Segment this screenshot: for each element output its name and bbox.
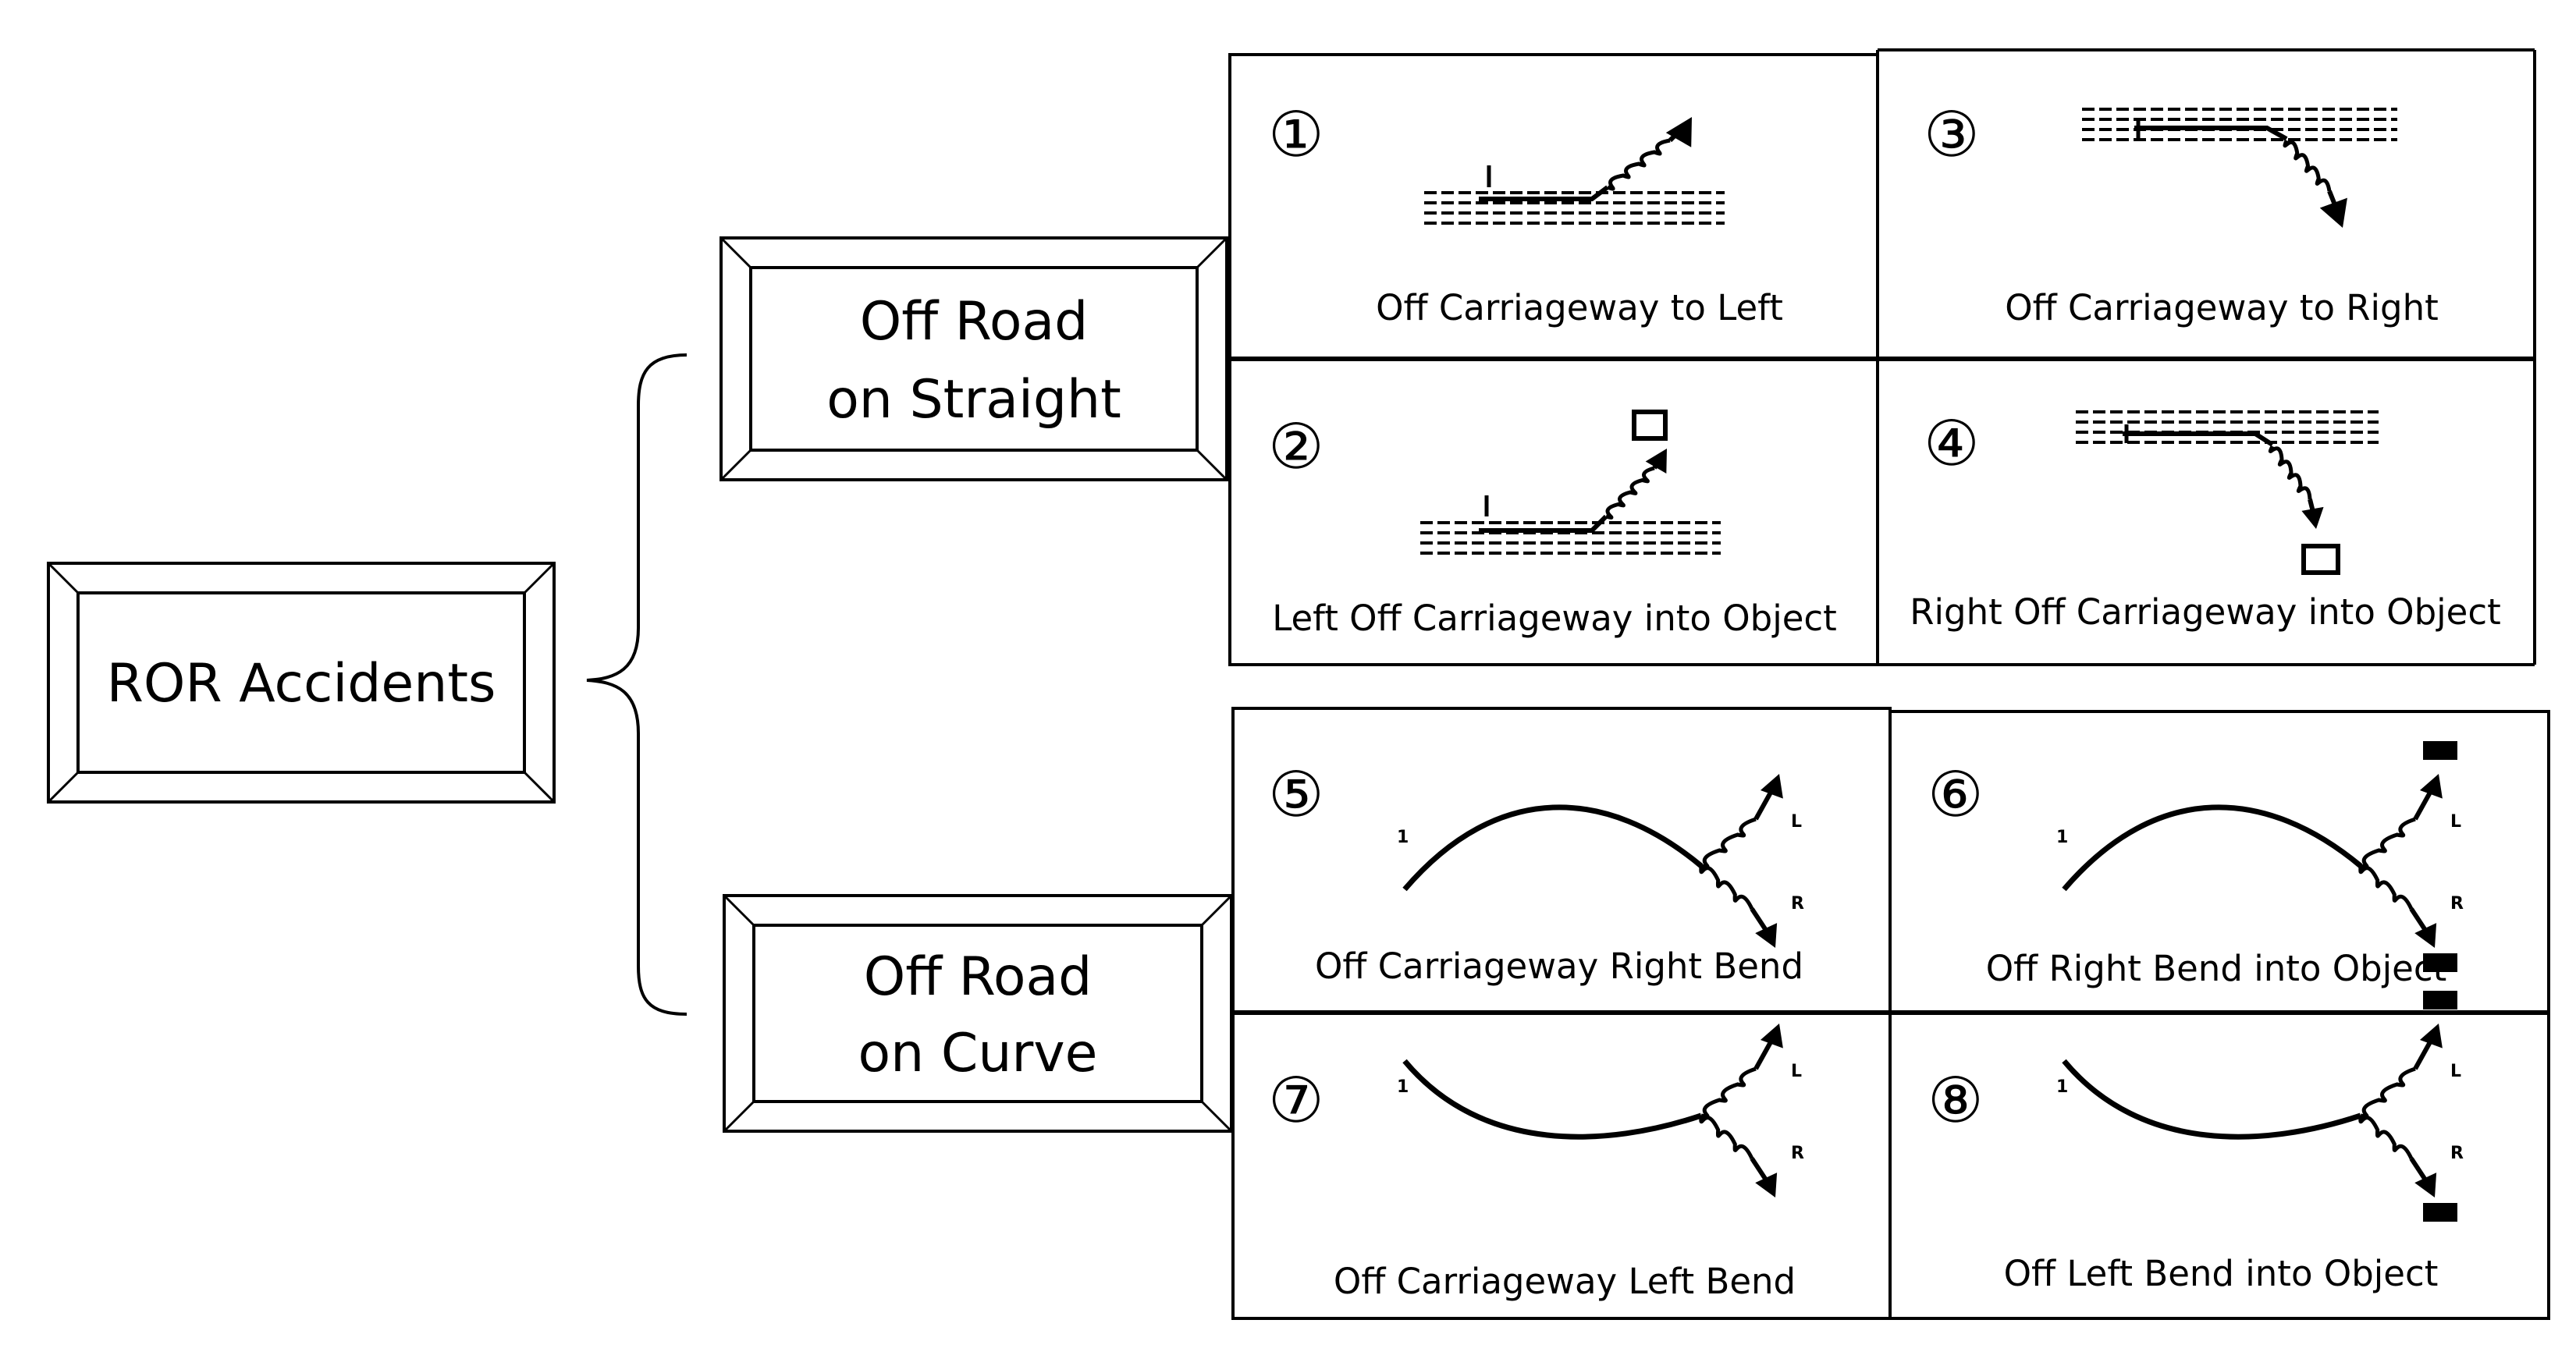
root-box: ROR Accidents (47, 562, 556, 804)
arrow-head (1760, 774, 1783, 799)
object-block-bottom (2423, 1203, 2457, 1222)
arrow-head (1645, 449, 1667, 474)
skid-loops (2268, 445, 2312, 500)
arrow-head (2319, 197, 2347, 228)
arrow-head (2419, 774, 2443, 799)
vehicle-path (2134, 126, 2288, 141)
cell-8-caption: Off Left Bend into Object (2004, 1253, 2439, 1294)
curve-label-left: L (2450, 1062, 2461, 1081)
skid-loops (1700, 1066, 1757, 1119)
curve-label-right: R (2450, 894, 2464, 914)
branch-straight-line1: Off Road (860, 291, 1089, 353)
illustration-left-bend: 1 L R (1397, 1024, 1804, 1197)
illustration-left-into-object (1420, 410, 1721, 555)
vehicle-path (2123, 431, 2274, 447)
curly-brace (586, 353, 688, 1016)
cell-6-number: ⑥ (1928, 758, 1984, 831)
object-block-top (2423, 991, 2457, 1009)
cell-5-caption: Off Carriageway Right Bend (1315, 946, 1803, 987)
cell-2-number: ② (1268, 410, 1324, 483)
branch-box-curve: Off Road on Curve (723, 894, 1233, 1133)
object-box (1632, 410, 1668, 441)
illustration-right-bend: 1 L R (1397, 774, 1804, 948)
cell-7-number: ⑦ (1268, 1064, 1324, 1137)
curve-label-start: 1 (1397, 1077, 1409, 1097)
skid-loops (2283, 140, 2332, 192)
arrow-head (1755, 1173, 1778, 1197)
cell-3-number: ③ (1924, 98, 1980, 171)
curve-label-start: 1 (1397, 828, 1409, 847)
illustration-left-bend-object: 1 L R (2056, 991, 2464, 1222)
skid-loops (1607, 138, 1671, 191)
skid-loops (2360, 1066, 2416, 1119)
skid-loops (1699, 1115, 1754, 1160)
curve-label-left: L (1791, 1062, 1802, 1081)
skid-loops (1699, 865, 1754, 910)
branch-box-straight: Off Road on Straight (720, 236, 1228, 481)
arrow-head (2414, 1173, 2437, 1197)
road-curve (1402, 804, 1704, 892)
illustration-right-bend-object: 1 L R (2056, 741, 2464, 972)
cell-1-caption: Off Carriageway to Left (1376, 287, 1783, 328)
cell-7-caption: Off Carriageway Left Bend (1334, 1261, 1796, 1302)
arrow-head (1760, 1024, 1783, 1048)
skid-loops (2358, 865, 2414, 910)
road-curve (1402, 1059, 1703, 1140)
branch-straight-line2: on Straight (826, 369, 1121, 431)
arrow-head (2419, 1024, 2443, 1048)
root-label: ROR Accidents (107, 653, 496, 715)
curve-label-right: R (1791, 1144, 1804, 1163)
curve-label-start: 1 (2056, 1077, 2068, 1097)
arrow-head (1755, 923, 1778, 948)
vehicle-path (1479, 514, 1608, 533)
cell-4-number: ④ (1924, 407, 1980, 480)
skid-loops (2358, 1115, 2414, 1160)
cell-8-number: ⑧ (1928, 1064, 1984, 1137)
object-block-top (2423, 741, 2457, 760)
curve-label-left: L (1791, 812, 1802, 832)
object-box (2301, 544, 2340, 575)
cell-1-number: ① (1268, 98, 1324, 171)
cell-5-number: ⑤ (1268, 758, 1324, 831)
branch-curve-line2: on Curve (858, 1023, 1098, 1084)
curve-label-left: L (2450, 812, 2461, 832)
arrow-head (2414, 923, 2437, 948)
curve-label-right: R (2450, 1144, 2464, 1163)
cell-2-caption: Left Off Carriageway into Object (1272, 598, 1837, 639)
vehicle-path (1479, 185, 1609, 201)
object-block-bottom (2423, 953, 2457, 972)
curve-label-start: 1 (2056, 828, 2068, 847)
road-curve (2062, 804, 2363, 892)
illustration-off-left (1424, 117, 1725, 225)
arrow-head (1665, 117, 1692, 147)
straight-grid (1228, 48, 2536, 666)
skid-loops (1605, 466, 1655, 520)
cell-4-caption: Right Off Carriageway into Object (1910, 591, 2500, 633)
cell-6-caption: Off Right Bend into Object (1986, 948, 2447, 989)
curve-label-right: R (1791, 894, 1804, 914)
arrow-head (2301, 506, 2324, 529)
illustration-right-into-object (2076, 410, 2379, 575)
skid-loops (2360, 817, 2416, 869)
road-curve (2062, 1059, 2362, 1140)
skid-loops (1700, 817, 1757, 869)
branch-curve-line1: Off Road (864, 946, 1093, 1008)
illustration-off-right (2082, 108, 2397, 228)
cell-3-caption: Off Carriageway to Right (2005, 287, 2439, 328)
curve-grid (1231, 707, 2550, 1320)
